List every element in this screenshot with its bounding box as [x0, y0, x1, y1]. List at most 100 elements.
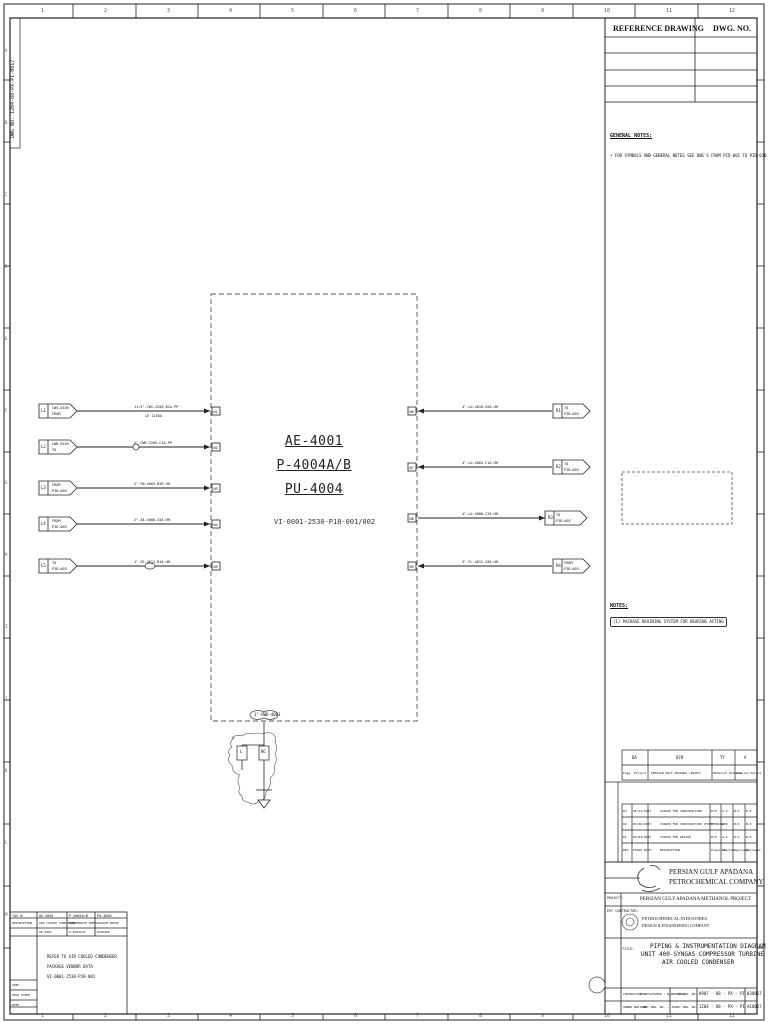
legend-description: VACUUM GROUP — [97, 921, 119, 925]
nozzle-label-left: N2 — [213, 445, 218, 450]
legend-note-line: PACKAGE VENDOR DATA — [47, 964, 93, 969]
package-boundary — [210, 293, 418, 722]
contractor-name-2: DESIGN & ENGINEERING COMPANY — [642, 923, 710, 928]
approval-seal — [588, 976, 606, 994]
border-number-top: 8 — [479, 8, 483, 14]
right-connector-sub: PID-003 — [564, 567, 579, 571]
nozzle-label-left: N4 — [213, 522, 218, 527]
drawing-title-label: TITLE: — [622, 947, 635, 951]
revision-cell-by: M.M — [711, 822, 717, 826]
border-number-top: 2 — [104, 8, 108, 14]
border-number-bottom: 4 — [229, 1013, 233, 1019]
rev-header-c4: A — [744, 755, 747, 760]
package-tag-ae4001: AE-4001 — [284, 434, 344, 449]
legend-subtag: P-4004A/B — [69, 930, 86, 934]
revision-cell-app: B.K — [734, 809, 740, 813]
right-connector-id: R4 — [556, 563, 561, 568]
revision-cell-date: 01/08/2007 — [633, 822, 652, 826]
legend-bottom-row: SPEC. — [12, 983, 22, 987]
company-name-2: PETROCHEMICAL COMPANY — [669, 878, 764, 886]
dwg-value-2: 8907 - 88 - PX - PI - 0017 — [699, 991, 762, 996]
hold-cloud-box — [621, 471, 733, 525]
revision-cell-rv: B.K — [746, 822, 752, 826]
left-connector-id: L3 — [41, 485, 46, 490]
legend-bottom-row: HOLD ITEMS — [12, 993, 31, 997]
border-number-bottom: 3 — [167, 1013, 171, 1019]
right-line-number: 4"-LO-4006-C2A-HH — [462, 512, 498, 516]
right-connector-label: TO — [564, 406, 569, 410]
legend-description: DESCRIPTION — [12, 921, 32, 925]
right-connector-label: TO — [556, 513, 561, 517]
revision-block — [604, 749, 758, 863]
drain-valve-1-label: L — [240, 749, 243, 754]
rev-header-c3: TY — [720, 755, 725, 760]
left-connector-sub: FROM — [52, 412, 61, 416]
border-letter-left: E — [5, 336, 8, 341]
legend-note-line: REFER TO AIR COOLED CONDENSER — [47, 954, 117, 959]
revision-cell-desc: ISSUED FOR DESIGN — [660, 835, 691, 839]
revision-cell-chk: A.Z — [722, 835, 728, 839]
legend-header: AE-4001 — [39, 914, 54, 918]
revision-cell-date: ISSUE DATE — [633, 848, 652, 852]
legend-description: CONDENSATE PUMPS — [69, 921, 98, 925]
border-number-bottom: 5 — [291, 1013, 295, 1019]
title-block-frame — [604, 861, 758, 1015]
drawing-title-line-1: PIPING & INSTRUMENTATION DIAGRAM — [650, 943, 766, 950]
revision-cell-rev: REV — [623, 848, 629, 852]
left-connector-sub: PID-005 — [52, 489, 67, 493]
left-line-number: 1"-SS-4012-B1A-HH — [134, 560, 170, 564]
left-connector-sub: PID-003 — [52, 567, 67, 571]
notes-title: NOTES: — [610, 603, 629, 609]
drain-valves — [236, 745, 270, 761]
outer-border — [3, 3, 765, 1021]
line-instrument-5 — [144, 562, 156, 570]
contractor-logo — [621, 913, 639, 931]
dwg-key-1: OWNER DWG. NO. — [623, 1005, 649, 1009]
border-number-top: 12 — [729, 8, 736, 14]
project-name: PERSIAN GULF APADANA METHANOL PROJECT — [640, 897, 752, 902]
drain-piping — [241, 722, 272, 809]
revision-cell-rv: B.K — [746, 809, 752, 813]
border-letter-left: K — [5, 768, 8, 773]
drain-valve-2-label: NC — [261, 749, 266, 754]
left-nozzles — [211, 406, 221, 571]
company-name-1: PERSIAN GULF APADANA — [669, 868, 754, 876]
border-number-top: 10 — [604, 8, 611, 14]
border-number-bottom: 1 — [41, 1013, 45, 1019]
border-number-top: 7 — [416, 8, 420, 14]
left-connector-id: L5 — [41, 563, 46, 568]
legend-description: AIR COOLED CONDENSER — [39, 921, 76, 925]
border-letter-left: I — [5, 624, 8, 629]
revision-cell-app: Approved — [734, 848, 749, 852]
rev-header-r2c2: PERSIAN GULF APADANA (PGAPC) — [651, 771, 702, 775]
revision-cell-app: B.K — [734, 822, 740, 826]
border-letter-left: B — [5, 120, 8, 125]
legend-subtag: PACKAGE — [97, 930, 110, 934]
nozzle-label-right: N7 — [409, 465, 414, 470]
border-number-bottom: 11 — [666, 1013, 673, 1019]
revision-cell-chk: A.Z — [722, 822, 728, 826]
border-number-bottom: 12 — [729, 1013, 736, 1019]
border-number-top: 1 — [41, 8, 45, 14]
dwg-key-2: PGAPC DWG. NO. — [672, 1005, 698, 1009]
revision-cell-rev: D3 — [623, 809, 627, 813]
nozzle-label-right: N8 — [409, 516, 414, 521]
left-connector-label: FROM — [52, 483, 61, 487]
border-number-top: 6 — [354, 8, 358, 14]
left-line-instrument: LE 1140A — [145, 414, 162, 418]
border-number-bottom: 2 — [104, 1013, 108, 1019]
nozzle-label-right: N9 — [409, 564, 414, 569]
revision-cell-rv: Reviewed — [746, 848, 761, 852]
reference-drawing-header: REFERENCE DRAWING — [613, 24, 704, 33]
side-strip-text: DWG NO. 1204-88-PX-PI-0017 — [10, 59, 16, 138]
border-ticks — [4, 4, 764, 1020]
contractor-name-1: PETROCHEMICAL INDUSTRIES — [642, 916, 707, 921]
border-letter-left: A — [5, 48, 8, 53]
border-number-top: 3 — [167, 8, 171, 14]
left-connector-sub: TO — [52, 448, 57, 452]
left-connector-id: L2 — [41, 444, 46, 449]
right-connector-sub: PID-003 — [556, 519, 571, 523]
dwg-key-1: CONTRACTOR — [623, 992, 642, 996]
right-process-lines — [418, 410, 552, 567]
revision-cell-app: B.K — [734, 835, 740, 839]
